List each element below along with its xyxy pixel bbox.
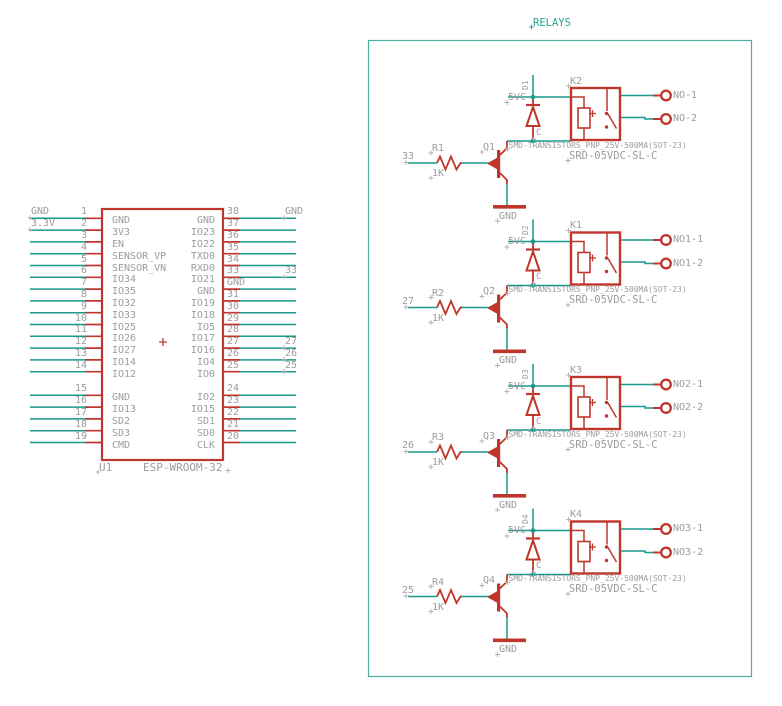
transistor-Q3[interactable]	[487, 430, 508, 473]
resistor-R3[interactable]	[436, 443, 462, 461]
relay-K3[interactable]	[569, 375, 622, 431]
relay-K2[interactable]	[569, 86, 622, 142]
resistor-R4[interactable]	[436, 587, 462, 606]
connector-NO2-1[interactable]	[653, 378, 672, 391]
connector-NO3-1[interactable]	[653, 523, 672, 535]
resistor-R1[interactable]	[436, 154, 462, 172]
connector-NO1-1[interactable]	[653, 234, 672, 246]
transistor-Q1[interactable]	[487, 141, 508, 184]
relay-circuit-K1	[408, 219, 672, 354]
relay-circuit-K2	[408, 75, 672, 209]
connector-NO1-2[interactable]	[653, 257, 672, 270]
flyback-diode-D3[interactable]	[525, 387, 541, 429]
relay-K4[interactable]	[569, 520, 622, 575]
relays-frame	[367, 39, 753, 678]
relay-circuit-K4	[408, 508, 672, 643]
esp-module-symbol[interactable]	[85, 207, 240, 462]
connector-NO3-2[interactable]	[653, 546, 672, 559]
flyback-diode-D1[interactable]	[525, 98, 541, 140]
relay-circuit-K3	[408, 364, 672, 498]
connector-NO-1[interactable]	[653, 89, 672, 102]
connector-NO2-2[interactable]	[653, 402, 672, 414]
flyback-diode-D4[interactable]	[525, 531, 541, 574]
transistor-Q4[interactable]	[487, 574, 508, 618]
flyback-diode-D2[interactable]	[525, 242, 541, 285]
connector-NO-2[interactable]	[653, 113, 672, 125]
transistor-Q2[interactable]	[487, 285, 508, 329]
resistor-R2[interactable]	[436, 298, 462, 317]
relay-K1[interactable]	[569, 231, 622, 286]
